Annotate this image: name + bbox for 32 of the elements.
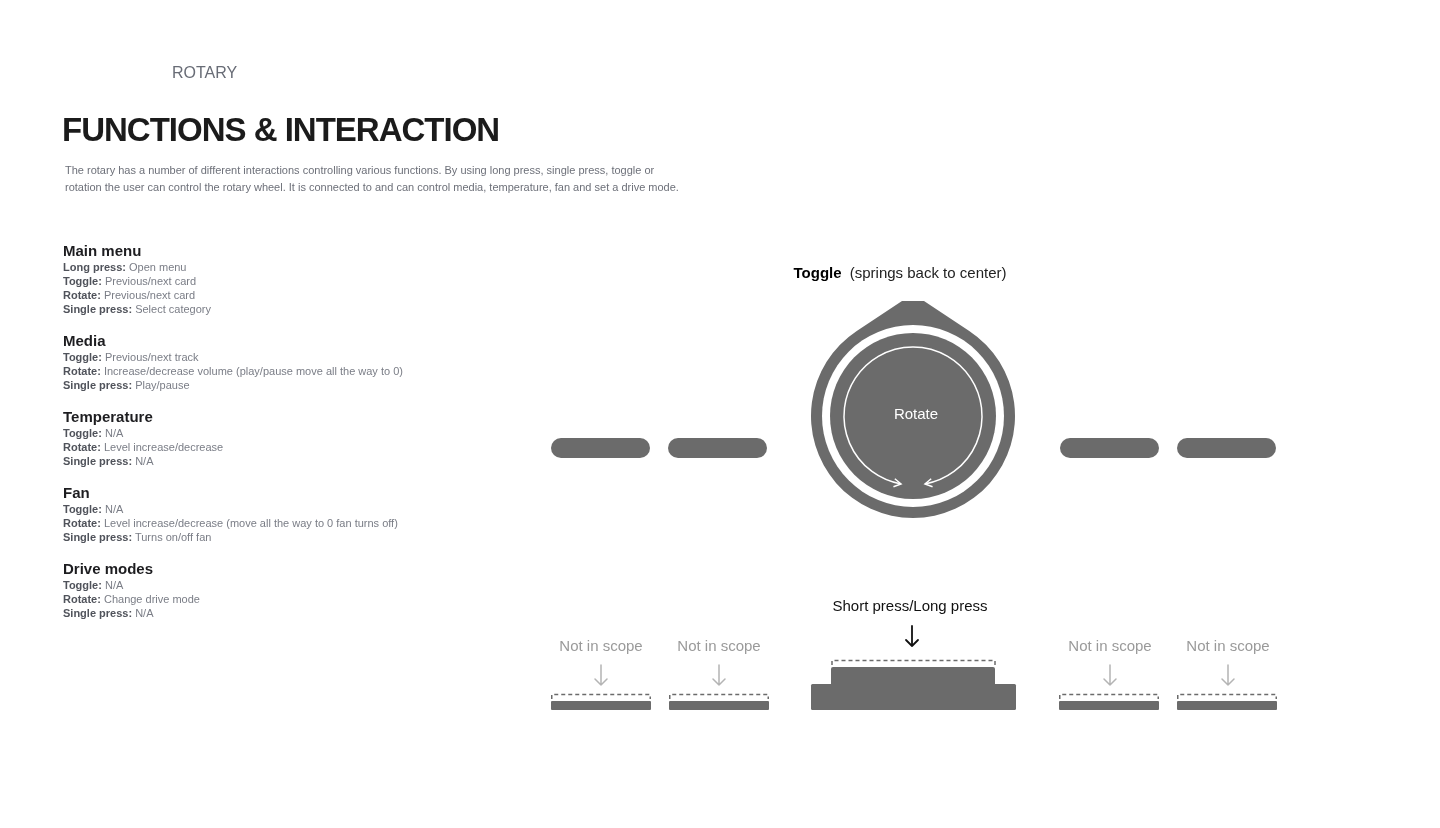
intro-paragraph: The rotary has a number of different interactions controlling various functions. By using long press, single press, toggle or rotation the user can control the rotary wheel. It is connected to and can control media, temperature, fan and set a drive mode. bbox=[65, 163, 680, 195]
function-description: Single press: Turns on/off fan bbox=[63, 530, 212, 544]
out-of-scope-caption: Not in scope bbox=[677, 637, 761, 655]
function-description: Rotate: Increase/decrease volume (play/pause move all the way to 0) bbox=[63, 364, 403, 378]
function-description: Single press: N/A bbox=[63, 454, 154, 468]
function-description: Single press: Play/pause bbox=[63, 378, 190, 392]
function-description: Toggle: N/A bbox=[63, 578, 124, 592]
function-description: Toggle: N/A bbox=[63, 502, 124, 516]
section-heading: Media bbox=[63, 332, 106, 350]
function-description: Toggle: Previous/next track bbox=[63, 350, 199, 364]
out-of-scope-caption: Not in scope bbox=[1068, 637, 1152, 655]
rotary-knob bbox=[811, 301, 1017, 518]
function-description: Rotate: Change drive mode bbox=[63, 592, 200, 606]
function-description: Single press: N/A bbox=[63, 606, 154, 620]
out-of-scope-caption: Not in scope bbox=[1186, 637, 1270, 655]
function-description: Toggle: Previous/next card bbox=[63, 274, 197, 288]
function-description: Rotate: Level increase/decrease bbox=[63, 440, 224, 454]
function-description: Toggle: N/A bbox=[63, 426, 124, 440]
out-of-scope-caption: Not in scope bbox=[559, 637, 643, 655]
section-heading: Main menu bbox=[63, 242, 142, 260]
function-description: Rotate: Level increase/decrease (move all the way to 0 fan turns off) bbox=[63, 516, 398, 530]
section-tag: ROTARY bbox=[172, 63, 238, 83]
section-heading: Temperature bbox=[63, 408, 153, 426]
function-description: Rotate: Previous/next card bbox=[63, 288, 196, 302]
page-title: FUNCTIONS & INTERACTION bbox=[62, 110, 500, 150]
section-heading: Fan bbox=[63, 484, 90, 502]
press-caption: Short press/Long press bbox=[832, 597, 988, 615]
toggle-caption: Toggle (springs back to center) bbox=[793, 264, 1007, 282]
knob-label: Rotate bbox=[893, 405, 939, 423]
function-description: Single press: Select category bbox=[63, 302, 211, 316]
function-description: Long press: Open menu bbox=[63, 260, 187, 274]
section-heading: Drive modes bbox=[63, 560, 154, 578]
